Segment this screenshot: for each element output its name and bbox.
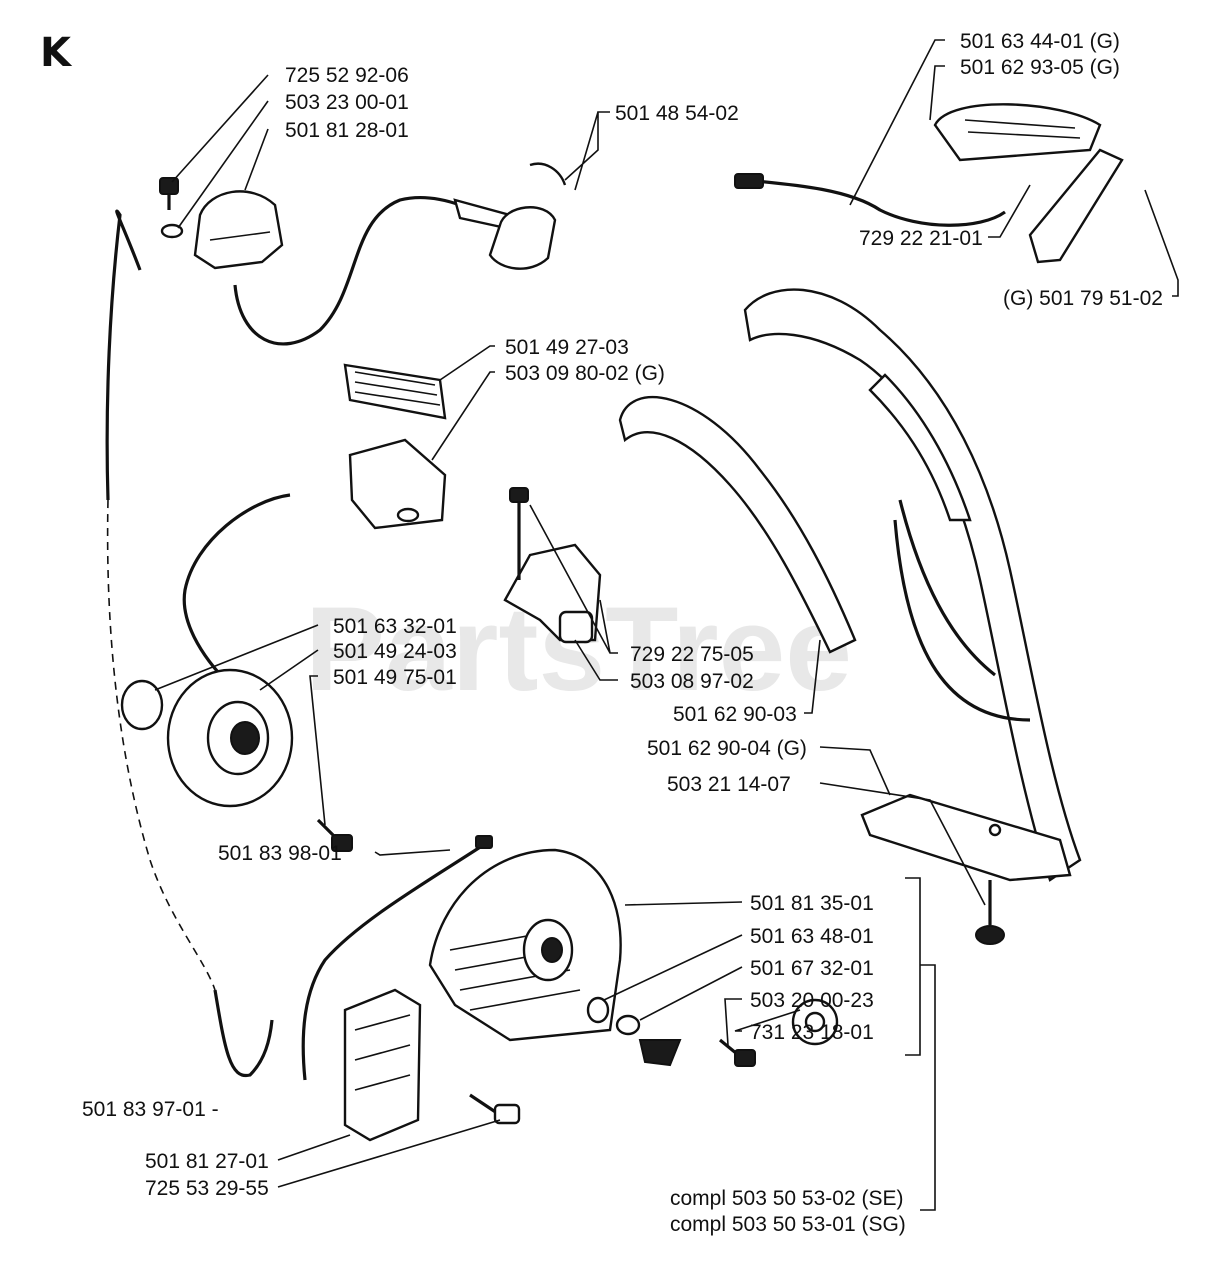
terminal-top <box>734 173 764 189</box>
pawl <box>638 1039 682 1067</box>
label-503-08-97-02: 503 08 97-02 <box>630 670 754 693</box>
screen-501-49-27-03 <box>343 363 447 420</box>
label-g-501-79-51-02: (G) 501 79 51-02 <box>1003 287 1163 310</box>
handle-501-62-90-03 <box>618 288 1082 882</box>
screw-503-20-00-23 <box>718 1038 756 1067</box>
bracket-503-08-97-02 <box>503 487 602 644</box>
label-501-67-32-01: 501 67 32-01 <box>750 957 874 980</box>
label-501-48-54-02: 501 48 54-02 <box>615 102 739 125</box>
screw-725-52-92-06 <box>159 177 184 239</box>
label-503-09-80-02-g: 503 09 80-02 (G) <box>505 362 665 385</box>
label-503-20-00-23: 503 20 00-23 <box>750 989 874 1012</box>
module-501-81-27-01 <box>343 988 422 1142</box>
label-725-53-29-55: 725 53 29-55 <box>145 1177 269 1200</box>
label-501-63-44-01-g: 501 63 44-01 (G) <box>960 30 1120 53</box>
handle-wire-b <box>893 519 1031 722</box>
terminal-top-wire <box>475 835 493 849</box>
ht-lead <box>233 195 461 346</box>
screw-501-49-75-01 <box>316 818 353 852</box>
label-729-22-21-01: 729 22 21-01 <box>859 227 983 250</box>
label-501-49-27-03: 501 49 27-03 <box>505 336 629 359</box>
label-501-62-93-05-g: 501 62 93-05 (G) <box>960 56 1120 79</box>
handle-wire-a <box>898 499 996 677</box>
label-503-21-14-07: 503 21 14-07 <box>667 773 791 796</box>
label-compl-se: compl 503 50 53-02 (SE) <box>670 1187 903 1210</box>
label-501-83-97-01: 501 83 97-01 - <box>82 1098 219 1121</box>
leader-lines <box>154 39 1179 1211</box>
switch-503-09-80-02 <box>348 438 447 530</box>
label-725-52-92-06: 725 52 92-06 <box>285 64 409 87</box>
label-compl-sg: compl 503 50 53-01 (SG) <box>670 1213 906 1236</box>
label-501-62-90-03: 501 62 90-03 <box>673 703 797 726</box>
wire-501-63-44-01 <box>744 178 1006 227</box>
label-729-22-75-05: 729 22 75-05 <box>630 643 754 666</box>
label-501-63-32-01: 501 63 32-01 <box>333 615 457 638</box>
label-501-62-90-04-g: 501 62 90-04 (G) <box>647 737 807 760</box>
label-731-23-18-01: 731 23 18-01 <box>750 1021 874 1044</box>
bushing-501-63-32-01 <box>120 679 164 731</box>
screw-725-53-29-55 <box>469 1093 521 1125</box>
section-letter: K <box>40 30 73 76</box>
bolt-503-21-14-07 <box>975 880 1005 945</box>
grip-501-62-93-05 <box>933 103 1102 162</box>
coil-cover <box>193 190 284 270</box>
label-501-83-98-01: 501 83 98-01 <box>218 842 342 865</box>
label-501-81-27-01: 501 81 27-01 <box>145 1150 269 1173</box>
plate-501-62-90-04 <box>860 793 1072 882</box>
nut-731-23-18-01 <box>791 998 839 1046</box>
ground-wire <box>105 209 274 1078</box>
label-501-49-75-01: 501 49 75-01 <box>333 666 457 689</box>
flywheel-501-49-24-03 <box>166 668 294 808</box>
callout-labels: 725 52 92-06 503 23 00-01 501 81 28-01 5… <box>82 30 1163 1236</box>
spark-plug-cap <box>453 162 567 270</box>
label-501-49-24-03: 501 49 24-03 <box>333 640 457 663</box>
kill-wire <box>182 493 291 687</box>
label-503-23-00-01: 503 23 00-01 <box>285 91 409 114</box>
label-501-81-35-01: 501 81 35-01 <box>750 892 874 915</box>
cylinder-501-81-35-01 <box>428 848 622 1042</box>
spring-501-67-32-01 <box>615 1014 641 1036</box>
label-501-81-28-01: 501 81 28-01 <box>285 119 409 142</box>
wire-501-83-98-01 <box>301 840 489 1081</box>
ring-501-63-48-01 <box>586 996 610 1024</box>
plate-501-79-51-02 <box>1028 148 1124 264</box>
label-501-63-48-01: 501 63 48-01 <box>750 925 874 948</box>
